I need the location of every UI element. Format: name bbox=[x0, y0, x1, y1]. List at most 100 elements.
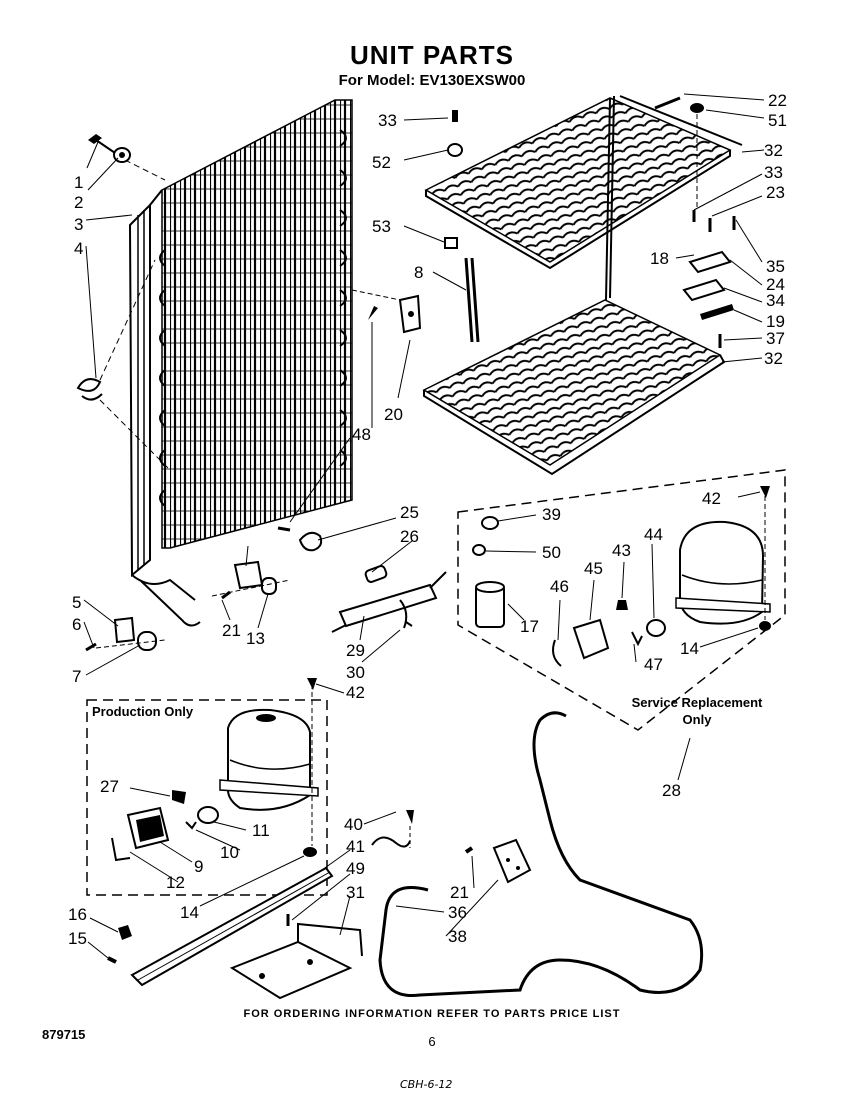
production-only-box bbox=[86, 699, 328, 896]
terminal-part-27 bbox=[172, 790, 186, 804]
clip-part-10 bbox=[185, 821, 197, 830]
callout-36: 36 bbox=[448, 903, 467, 922]
callout-31: 31 bbox=[346, 883, 365, 902]
callout-40: 40 bbox=[344, 815, 363, 834]
power-cord-box-part-38 bbox=[492, 838, 532, 884]
callout-41: 41 bbox=[346, 837, 365, 856]
service-replacement-line2: Only bbox=[682, 712, 712, 727]
callout-47: 47 bbox=[644, 655, 663, 674]
callout-4: 4 bbox=[74, 239, 83, 258]
callout-52: 52 bbox=[372, 153, 391, 172]
screw-part-33 bbox=[452, 110, 458, 122]
page-title: UNIT PARTS bbox=[349, 40, 515, 70]
callout-14-production: 14 bbox=[180, 903, 199, 922]
callout-16: 16 bbox=[68, 905, 87, 924]
callout-50: 50 bbox=[542, 543, 561, 562]
overload-part-44 bbox=[646, 619, 666, 637]
callout-35: 35 bbox=[766, 257, 785, 276]
production-only-label: Production Only bbox=[92, 704, 194, 719]
service-replacement-line1: Service Replacement bbox=[631, 695, 763, 710]
bracket-part-34 bbox=[682, 278, 726, 302]
handwritten-note: CBH-6-12 bbox=[400, 1078, 453, 1091]
callout-39: 39 bbox=[542, 505, 561, 524]
bracket-part-24 bbox=[688, 250, 732, 274]
callout-33-lower: 33 bbox=[764, 163, 783, 182]
overload-part-11 bbox=[197, 806, 219, 824]
compressor-production bbox=[219, 708, 319, 811]
grommet-part-50 bbox=[472, 544, 486, 556]
callout-5-lower: 5 bbox=[72, 593, 81, 612]
callout-18: 18 bbox=[650, 249, 669, 268]
callout-44: 44 bbox=[644, 525, 663, 544]
grommet-part-52 bbox=[447, 143, 463, 157]
callout-10: 10 bbox=[220, 843, 239, 862]
clip-part-16 bbox=[118, 925, 132, 940]
callout-21-upper: 21 bbox=[222, 621, 241, 640]
callout-43: 43 bbox=[612, 541, 631, 560]
model-subtitle: For Model: EV130EXSW00 bbox=[338, 72, 526, 89]
screw-part-42-production bbox=[307, 678, 317, 690]
clip-part-47 bbox=[631, 631, 643, 647]
evaporator-upper-coil bbox=[424, 97, 732, 270]
clip-part-4 bbox=[76, 378, 103, 401]
screw-part-48 bbox=[368, 306, 378, 320]
callout-27: 27 bbox=[100, 777, 119, 796]
callout-49: 49 bbox=[346, 859, 365, 878]
callout-24: 24 bbox=[766, 275, 785, 294]
callout-numbers: 1 2 3 4 5 6 7 8 9 10 11 12 13 14 14 15 1… bbox=[68, 91, 787, 948]
screw-part-15 bbox=[107, 956, 117, 964]
callout-6: 6 bbox=[72, 615, 81, 634]
service-replacement-label: Service Replacement Only bbox=[612, 694, 782, 728]
leader-lines bbox=[83, 93, 765, 959]
callout-2: 2 bbox=[74, 193, 83, 212]
nut-part-53 bbox=[444, 237, 458, 249]
callout-22: 22 bbox=[768, 91, 787, 110]
callout-8: 8 bbox=[414, 263, 423, 282]
screw-part-42-service bbox=[760, 486, 770, 498]
grommet-part-14-service bbox=[759, 621, 771, 631]
condenser-coil bbox=[128, 99, 353, 627]
callout-30: 30 bbox=[346, 663, 365, 682]
clamp-part-25 bbox=[277, 526, 323, 552]
compressor-service bbox=[675, 520, 771, 625]
screw-part-40 bbox=[371, 810, 414, 848]
callout-42-service: 42 bbox=[702, 489, 721, 508]
callout-3: 3 bbox=[74, 215, 83, 234]
callout-29: 29 bbox=[346, 641, 365, 660]
terminal-part-43 bbox=[616, 600, 628, 610]
drain-pan-part-31 bbox=[229, 922, 363, 1000]
callout-32-upper: 32 bbox=[764, 141, 783, 160]
callout-45: 45 bbox=[584, 559, 603, 578]
callout-46: 46 bbox=[550, 577, 569, 596]
callout-25: 25 bbox=[400, 503, 419, 522]
callout-53: 53 bbox=[372, 217, 391, 236]
callout-23: 23 bbox=[766, 183, 785, 202]
relay-part-45 bbox=[572, 618, 610, 660]
callout-48: 48 bbox=[352, 425, 371, 444]
callout-32-lower: 32 bbox=[764, 349, 783, 368]
tube-part-8 bbox=[464, 257, 480, 343]
callout-15: 15 bbox=[68, 929, 87, 948]
drier-part-29 bbox=[331, 565, 447, 633]
callout-20: 20 bbox=[384, 405, 403, 424]
callout-51: 51 bbox=[768, 111, 787, 130]
callout-37: 37 bbox=[766, 329, 785, 348]
callout-34: 34 bbox=[766, 291, 785, 310]
callout-42-production: 42 bbox=[346, 683, 365, 702]
capacitor-part-17 bbox=[475, 581, 505, 628]
callout-17: 17 bbox=[520, 617, 539, 636]
grommet-part-39 bbox=[481, 516, 499, 530]
clamp-part-5-upper bbox=[211, 560, 291, 600]
callout-33-upper: 33 bbox=[378, 111, 397, 130]
screw-part-21-lower bbox=[464, 846, 474, 854]
callout-1: 1 bbox=[74, 173, 83, 192]
callout-14-service: 14 bbox=[680, 639, 699, 658]
bracket-part-12 bbox=[111, 837, 131, 862]
bracket-part-20 bbox=[351, 289, 422, 334]
clip-part-46 bbox=[552, 639, 562, 667]
evaporator-lower-coil bbox=[422, 299, 726, 476]
relay-part-9 bbox=[126, 806, 170, 850]
callout-21-lower: 21 bbox=[450, 883, 469, 902]
